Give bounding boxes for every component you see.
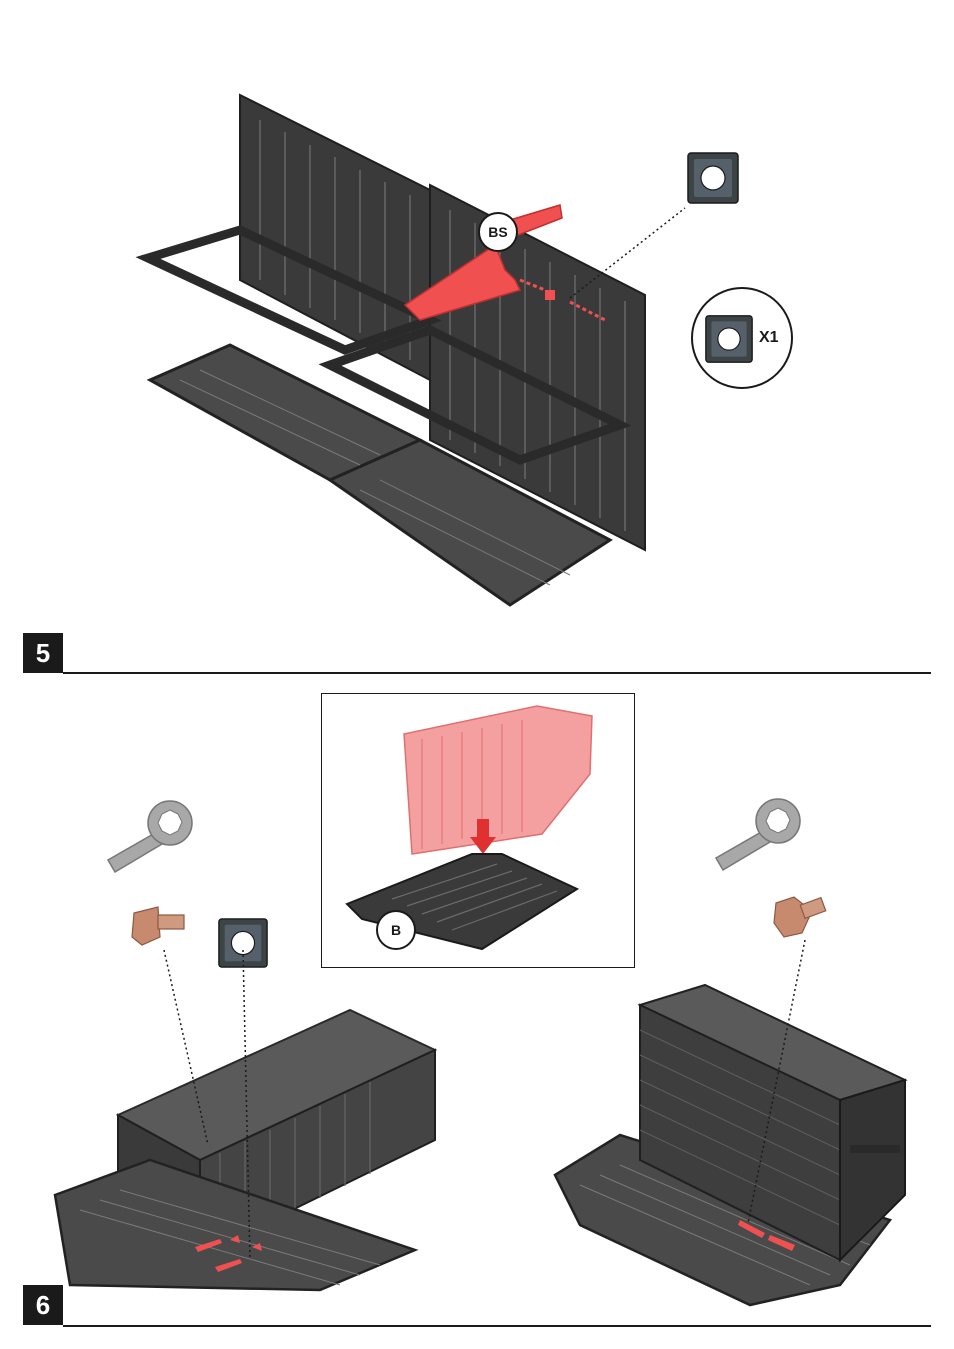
bolt-icon [130, 905, 188, 947]
top-assembly-illustration [100, 80, 760, 625]
part-b-label: B [391, 922, 401, 938]
quantity-label: X1 [759, 329, 779, 347]
square-nut-icon [686, 151, 740, 205]
wrench-icon [708, 796, 804, 874]
step-6-rule [63, 1325, 931, 1327]
sofa-frame-with-top-panel-illustration [40, 985, 450, 1290]
step-5-number: 5 [23, 633, 63, 673]
rattan-frame-back-panel-illustration [100, 80, 760, 625]
step-5-rule [63, 672, 931, 674]
part-bs-label: BS [488, 224, 507, 240]
sofa-back-upright-illustration [550, 985, 945, 1305]
wrench-icon [100, 798, 196, 876]
part-bs-callout: BS [478, 212, 518, 252]
square-nut-icon [704, 314, 754, 364]
bolt-icon [772, 893, 830, 941]
inset-panel-drop-illustration [322, 694, 634, 967]
step-6-number: 6 [23, 1285, 63, 1325]
left-assembly-illustration [40, 985, 450, 1290]
inset-detail-box [321, 693, 635, 968]
part-b-callout: B [376, 910, 416, 950]
right-assembly-illustration [550, 985, 945, 1305]
